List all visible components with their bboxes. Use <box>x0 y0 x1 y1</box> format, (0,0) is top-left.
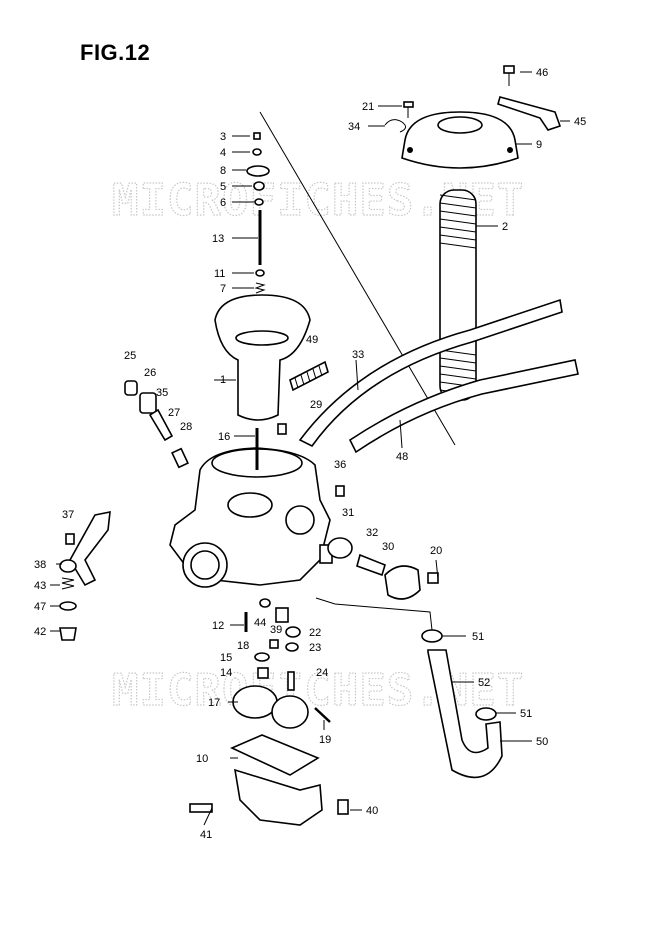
callout-13: 13 <box>212 233 224 245</box>
callout-46: 46 <box>536 67 548 79</box>
callout-24: 24 <box>316 667 328 679</box>
callout-5: 5 <box>220 181 226 193</box>
callout-25: 25 <box>124 350 136 362</box>
callout-43: 43 <box>34 580 46 592</box>
callout-14: 14 <box>220 667 232 679</box>
callout-29: 29 <box>310 399 322 411</box>
callout-27: 27 <box>168 407 180 419</box>
callout-35: 35 <box>156 387 168 399</box>
part-spring <box>439 189 477 401</box>
callout-39: 39 <box>270 624 282 636</box>
callout-44: 44 <box>254 617 266 629</box>
part-29 <box>277 423 287 435</box>
callout-7: 7 <box>220 283 226 295</box>
part-fuel-hose <box>315 597 503 779</box>
part-36 <box>335 485 345 497</box>
callout-15: 15 <box>220 652 232 664</box>
part-choke-fittings <box>124 380 189 469</box>
part-clip <box>384 119 406 133</box>
callout-47: 47 <box>34 601 46 613</box>
callout-16: 16 <box>218 431 230 443</box>
callout-18: 18 <box>237 640 249 652</box>
callout-32: 32 <box>366 527 378 539</box>
part-screw-46 <box>503 65 515 86</box>
callout-50: 50 <box>536 736 548 748</box>
callout-51-bottom: 51 <box>520 708 532 720</box>
part-cover <box>401 111 519 169</box>
callout-10: 10 <box>196 753 208 765</box>
callout-8: 8 <box>220 165 226 177</box>
callout-1: 1 <box>220 374 226 386</box>
reference-line <box>259 111 456 446</box>
part-hose-48 <box>348 359 579 454</box>
callout-23: 23 <box>309 642 321 654</box>
leader-lines <box>50 71 570 826</box>
part-spring-49 <box>289 360 329 392</box>
part-carburetor-body <box>169 428 333 588</box>
callout-49: 49 <box>306 334 318 346</box>
callout-30: 30 <box>382 541 394 553</box>
callout-42: 42 <box>34 626 46 638</box>
callout-48: 48 <box>396 451 408 463</box>
callout-31: 31 <box>342 507 354 519</box>
callout-45: 45 <box>574 116 586 128</box>
callout-11: 11 <box>214 268 225 280</box>
callout-6: 6 <box>220 197 226 209</box>
callout-2: 2 <box>502 221 508 233</box>
callout-20: 20 <box>430 545 442 557</box>
callout-36: 36 <box>334 459 346 471</box>
callout-26: 26 <box>144 367 156 379</box>
callout-12: 12 <box>212 620 224 632</box>
part-piston <box>214 294 311 421</box>
callout-40: 40 <box>366 805 378 817</box>
part-screw-21 <box>403 101 414 118</box>
callout-9: 9 <box>536 139 542 151</box>
callout-51-top: 51 <box>472 631 484 643</box>
callout-52: 52 <box>478 677 490 689</box>
callout-21: 21 <box>362 101 374 113</box>
part-float-assembly <box>232 598 331 729</box>
part-float-bowl <box>189 734 349 826</box>
figure-title: FIG.12 <box>80 40 151 65</box>
callout-4: 4 <box>220 147 226 159</box>
callout-19: 19 <box>319 734 331 746</box>
callout-38: 38 <box>34 559 46 571</box>
callout-33: 33 <box>352 349 364 361</box>
callout-22: 22 <box>309 627 321 639</box>
callout-41: 41 <box>200 829 212 841</box>
part-pump-assembly <box>327 537 439 600</box>
callout-3: 3 <box>220 131 226 143</box>
callout-28: 28 <box>180 421 192 433</box>
part-left-bracket <box>59 511 111 641</box>
callout-34: 34 <box>348 121 360 133</box>
callout-37: 37 <box>62 509 74 521</box>
part-bracket <box>497 96 562 131</box>
part-needle-assembly <box>246 132 270 294</box>
callout-17: 17 <box>208 697 220 709</box>
part-hose-33 <box>298 298 563 448</box>
